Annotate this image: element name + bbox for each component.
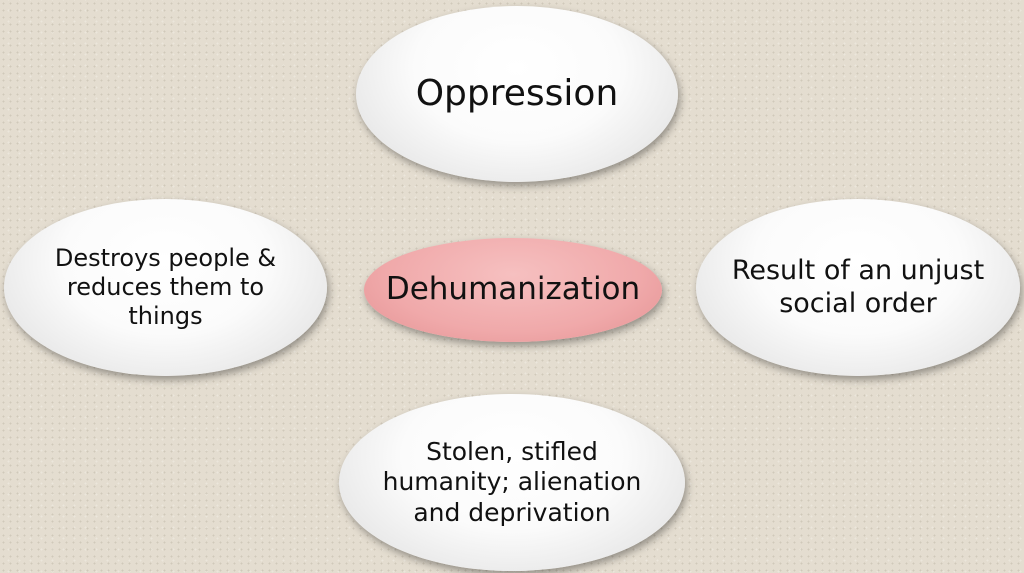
node-oppression: Oppression (356, 6, 678, 182)
node-destroys-people: Destroys people & reduces them to things (4, 199, 327, 376)
node-stolen-humanity: Stolen, stifled humanity; alienation and… (339, 394, 685, 571)
node-unjust-social-order: Result of an unjust social order (696, 199, 1020, 376)
node-dehumanization: Dehumanization (364, 238, 662, 342)
